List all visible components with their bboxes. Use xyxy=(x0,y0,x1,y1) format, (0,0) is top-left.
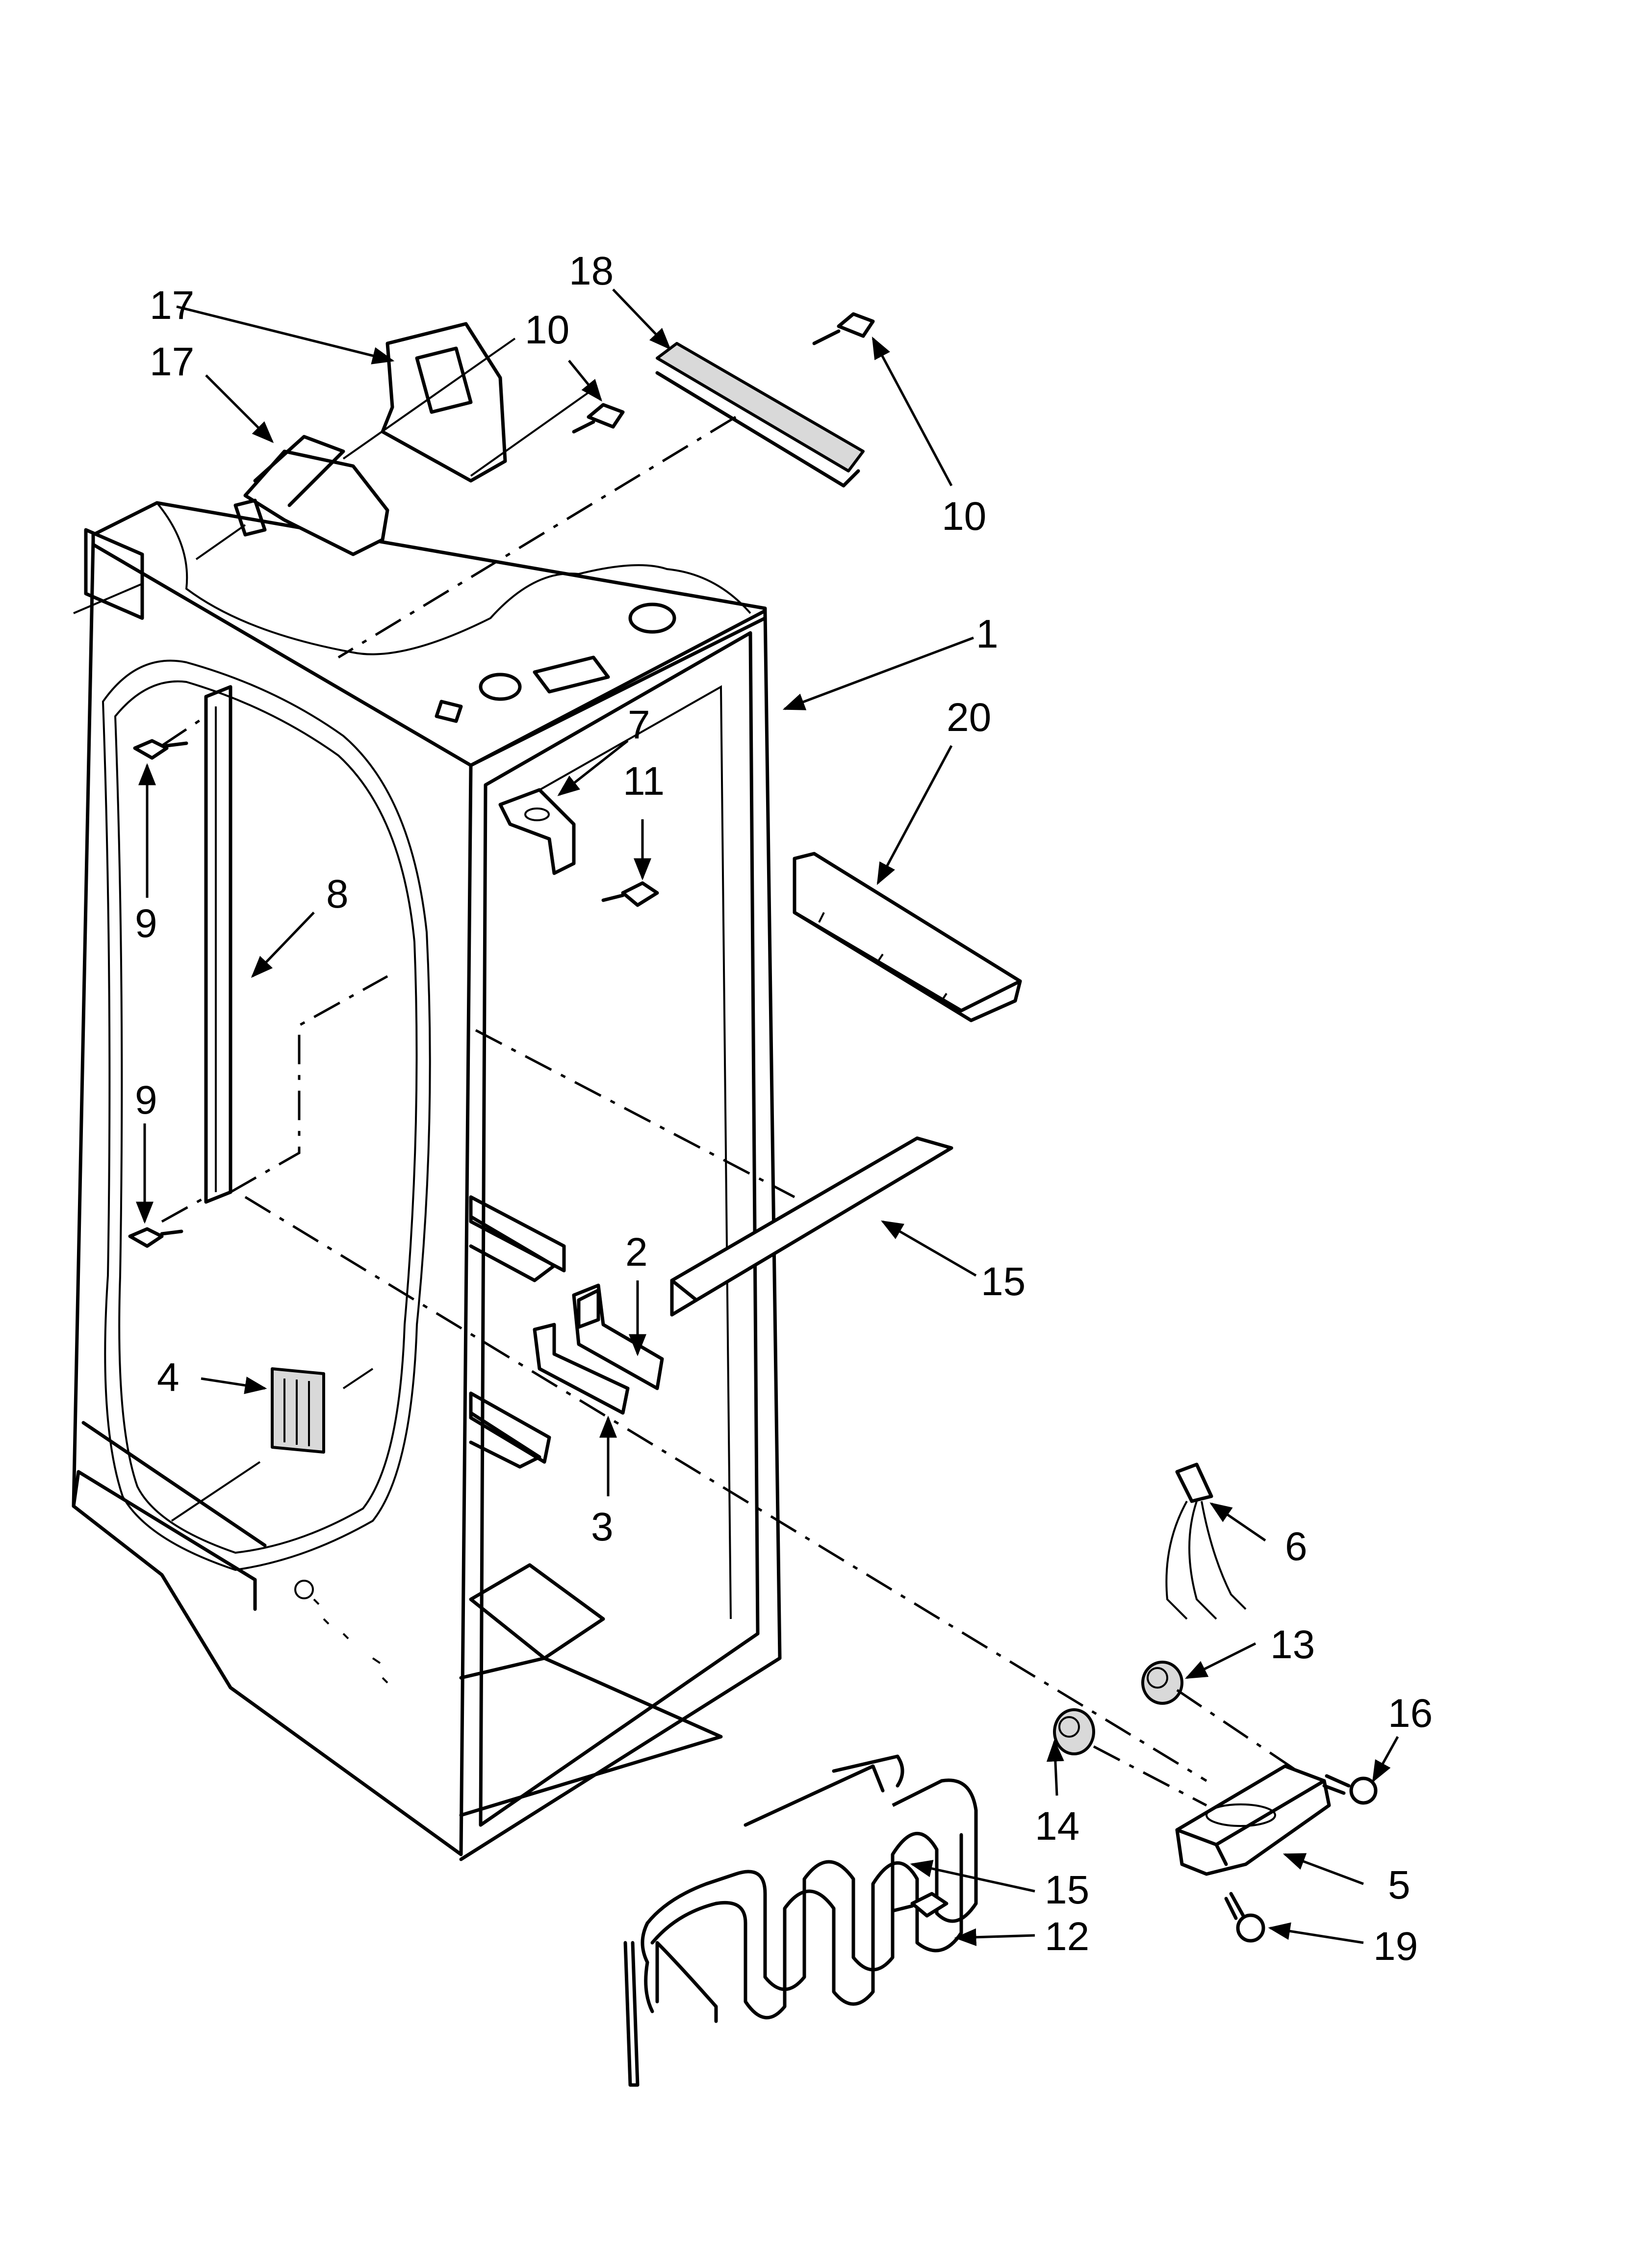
callout-20: 20 xyxy=(947,695,991,740)
part-14-top-channel xyxy=(337,342,865,659)
callout-12: 17 xyxy=(150,339,194,384)
part-16-defrost-heater xyxy=(623,1754,978,2087)
part-10-screw-left xyxy=(572,403,625,434)
part-15-socket-lower xyxy=(1053,1708,1207,1807)
callout-17-upper: 16 xyxy=(1388,1691,1433,1736)
part-5-light-housing xyxy=(1175,1764,1331,1876)
part-10-screw-right xyxy=(812,312,875,345)
part-7-mounting-bracket xyxy=(498,788,576,875)
part-18-cross-brace xyxy=(475,1029,953,1317)
callout-10-left: 10 xyxy=(525,308,569,352)
part-17-bulb-upper xyxy=(1322,1774,1378,1805)
callout-18: 15 xyxy=(981,1259,1026,1304)
part-2-bracket xyxy=(572,1283,664,1390)
callout-14: 18 xyxy=(569,249,614,293)
callout-9-upper: 9 xyxy=(135,901,157,946)
callout-13: 17 xyxy=(150,283,194,328)
callout-7: 7 xyxy=(628,703,650,747)
callout-19: 12 xyxy=(1045,1914,1089,1959)
part-11-screw xyxy=(601,881,659,907)
callout-15-upper: 13 xyxy=(1270,1622,1315,1667)
callout-5: 5 xyxy=(1388,1863,1411,1907)
part-19-screw xyxy=(891,1892,949,1918)
part-9-screw-lower xyxy=(128,1227,183,1248)
cabinet-liner xyxy=(72,501,782,1861)
callout-16: 15 xyxy=(1045,1868,1089,1912)
callout-labels: 17 17 10 18 10 1 20 7 11 9 8 9 2 3 4 15 … xyxy=(135,249,1433,1969)
part-20-trim-channel xyxy=(793,852,1022,1022)
part-12-control-housing xyxy=(195,435,389,560)
part-4-vent-grille xyxy=(171,1367,374,1522)
callout-3: 3 xyxy=(591,1505,614,1549)
callout-10-right: 10 xyxy=(942,494,986,539)
callout-9-lower: 9 xyxy=(135,1078,157,1122)
part-6-wire-harness xyxy=(1165,1462,1247,1620)
callout-17-lower: 19 xyxy=(1373,1924,1418,1969)
callout-8: 8 xyxy=(326,872,349,916)
part-17-bulb-lower xyxy=(1224,1892,1265,1943)
callout-2: 2 xyxy=(625,1230,648,1275)
callout-6: 6 xyxy=(1285,1524,1308,1569)
part-9-screw-upper xyxy=(133,739,188,760)
callout-11: 11 xyxy=(623,759,665,804)
part-15-socket-upper xyxy=(1141,1661,1306,1777)
part-3-bracket xyxy=(533,1323,630,1415)
callout-1: 1 xyxy=(976,612,999,656)
callout-4: 4 xyxy=(157,1355,180,1400)
part-8-shelf-support-rail xyxy=(161,685,388,1223)
callout-15-lower: 14 xyxy=(1035,1804,1079,1849)
part-13-control-bracket xyxy=(342,322,590,483)
callout-leaders xyxy=(136,288,1399,1946)
